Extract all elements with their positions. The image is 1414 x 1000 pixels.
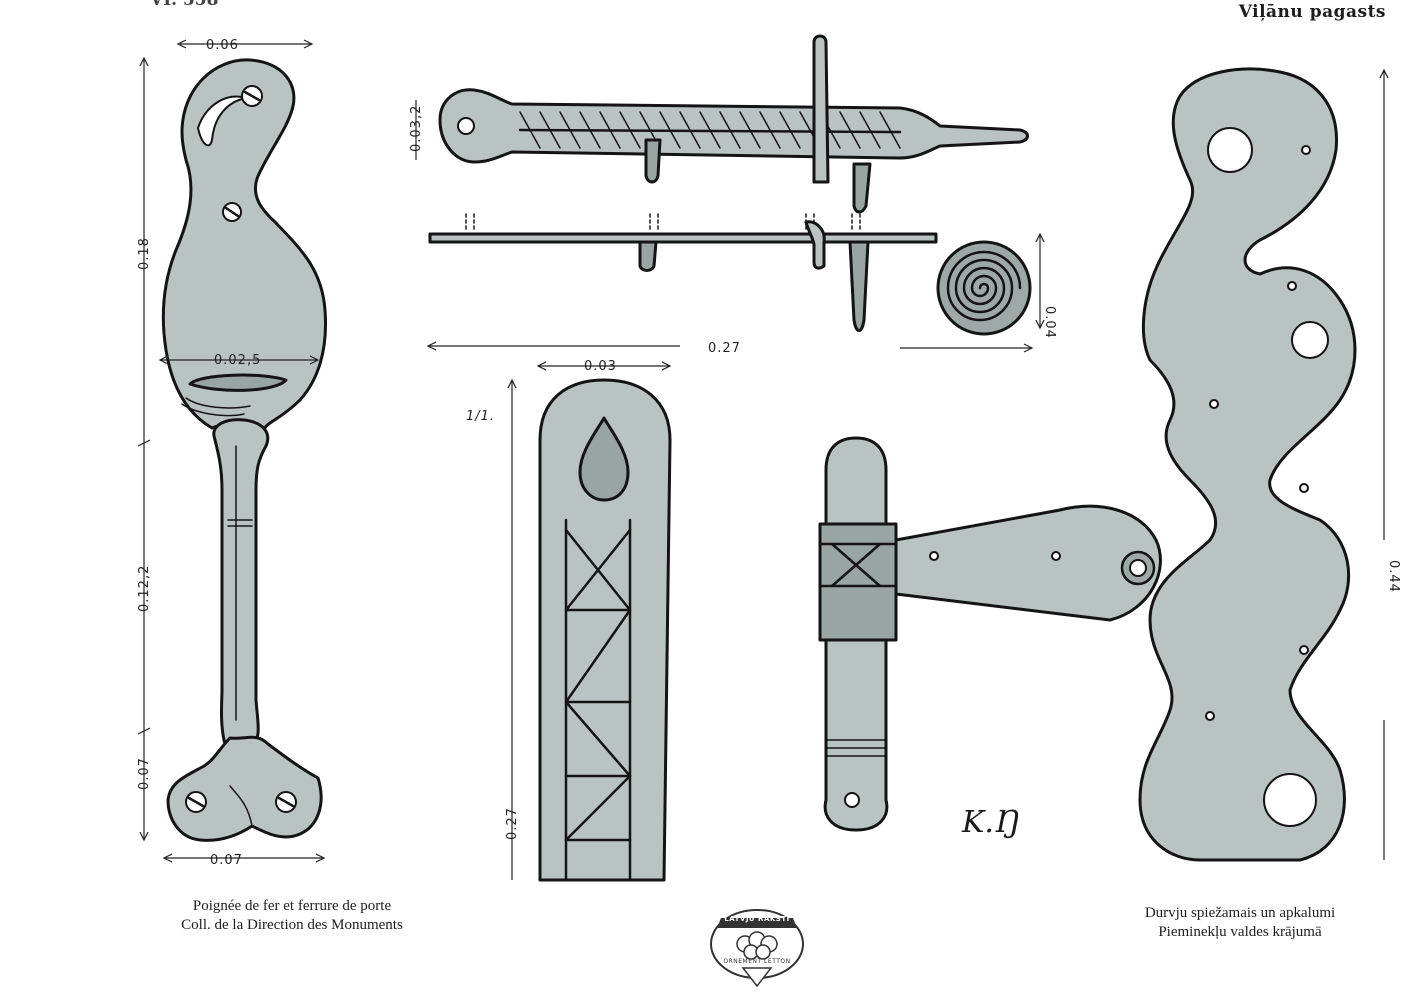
decorated-bar xyxy=(538,378,672,882)
hinge-nail-icon xyxy=(1299,645,1309,655)
latch-side-pin xyxy=(848,240,870,332)
hinge-scroll-plate xyxy=(1138,67,1357,862)
handle-upper-plate xyxy=(161,58,328,432)
hinge-nail-icon xyxy=(844,792,860,808)
dim-handle-height-middle: 0.12,2 xyxy=(137,565,152,612)
latch-peg xyxy=(852,162,872,214)
latch-peg xyxy=(644,138,662,184)
handle-grip xyxy=(212,418,270,754)
dim-latch-length: 0.27 xyxy=(708,341,741,356)
artist-signature: K.Ŋ xyxy=(961,805,1019,840)
dim-handle-height-lower: 0.07 xyxy=(137,757,152,790)
latch-drawing xyxy=(438,34,1029,214)
handle-dimension-lines xyxy=(137,39,326,863)
latch-side-peg xyxy=(638,240,658,272)
dim-bar-length: 0.27 xyxy=(505,807,520,840)
handle-thumb-slot xyxy=(188,373,288,392)
hinge-scroll-cutout xyxy=(1291,321,1329,359)
hinge-nail-icon xyxy=(1051,551,1061,561)
hinge-scroll-cutout xyxy=(1263,773,1317,827)
hinge-dimension-lines xyxy=(1379,68,1389,860)
caption-latvian-line1: Durvju spiežamais un apkalumi xyxy=(1144,905,1336,921)
plate-number: VI. 558 xyxy=(150,0,219,10)
bar-drop-hole xyxy=(578,416,630,502)
dim-spiral-height: 0.04 xyxy=(1042,306,1057,339)
hinge-strap xyxy=(894,504,1162,622)
latch-side-view xyxy=(428,213,1032,336)
decorated-bar-drawing xyxy=(538,378,672,882)
dim-bar-width: 0.03 xyxy=(584,359,617,374)
stamp-text-bottom: ORNEMENT LETTON xyxy=(723,958,791,965)
caption-french: Poignée de fer et ferrure de porte Coll.… xyxy=(132,897,452,935)
dim-latch-height: 0.03,2 xyxy=(409,105,424,152)
handle-hook-cutout xyxy=(196,95,250,147)
caption-latvian-line2: Pieminekļu valdes krājumā xyxy=(1158,924,1322,940)
decorative-hinge-drawing xyxy=(894,67,1357,862)
door-handle-drawing xyxy=(161,58,328,842)
hinge-nail-icon xyxy=(929,551,939,561)
hinge-knuckle xyxy=(818,522,898,642)
hinge-pin-drawing xyxy=(818,436,898,832)
caption-french-line1: Poignée de fer et ferrure de porte xyxy=(192,898,392,914)
caption-french-line2: Coll. de la Direction des Monuments xyxy=(181,917,403,933)
handle-lower-plate xyxy=(166,735,323,842)
latch-dimension-lines xyxy=(415,100,1045,353)
dim-handle-plate-width: 0.02,5 xyxy=(214,353,261,368)
hinge-nail-icon xyxy=(1209,399,1219,409)
latch-side-bar xyxy=(428,232,938,244)
latch-staple xyxy=(812,34,830,184)
bar-dimension-lines xyxy=(507,361,672,880)
page-title: Viļānu pagasts xyxy=(1238,2,1386,22)
hinge-nail-icon xyxy=(1205,711,1215,721)
publisher-stamp: LATVJU RAKSTI ORNEMENT LETTON xyxy=(707,906,807,992)
latch-spiral-end xyxy=(936,240,1032,336)
latch-side-staple xyxy=(804,220,826,270)
publisher-seal-icon xyxy=(710,909,804,988)
dim-handle-top-width: 0.06 xyxy=(206,38,239,53)
dim-hinge-length: 0.44 xyxy=(1386,560,1401,593)
dim-handle-height-upper: 0.18 xyxy=(137,237,152,270)
stamp-text-top: LATVJU RAKSTI xyxy=(724,915,790,923)
latch-hole-icon xyxy=(457,117,475,135)
scale-label: 1/1. xyxy=(466,409,495,424)
hinge-nail-icon xyxy=(1287,281,1297,291)
hinge-nail-icon xyxy=(1299,483,1309,493)
caption-latvian: Durvju spiežamais un apkalumi Pieminekļu… xyxy=(1100,904,1380,942)
dim-handle-bottom-width: 0.07 xyxy=(210,853,243,868)
latch-twisted-bar xyxy=(438,88,1029,164)
hinge-nail-icon xyxy=(1301,145,1311,155)
hinge-scroll-cutout xyxy=(1207,127,1253,173)
